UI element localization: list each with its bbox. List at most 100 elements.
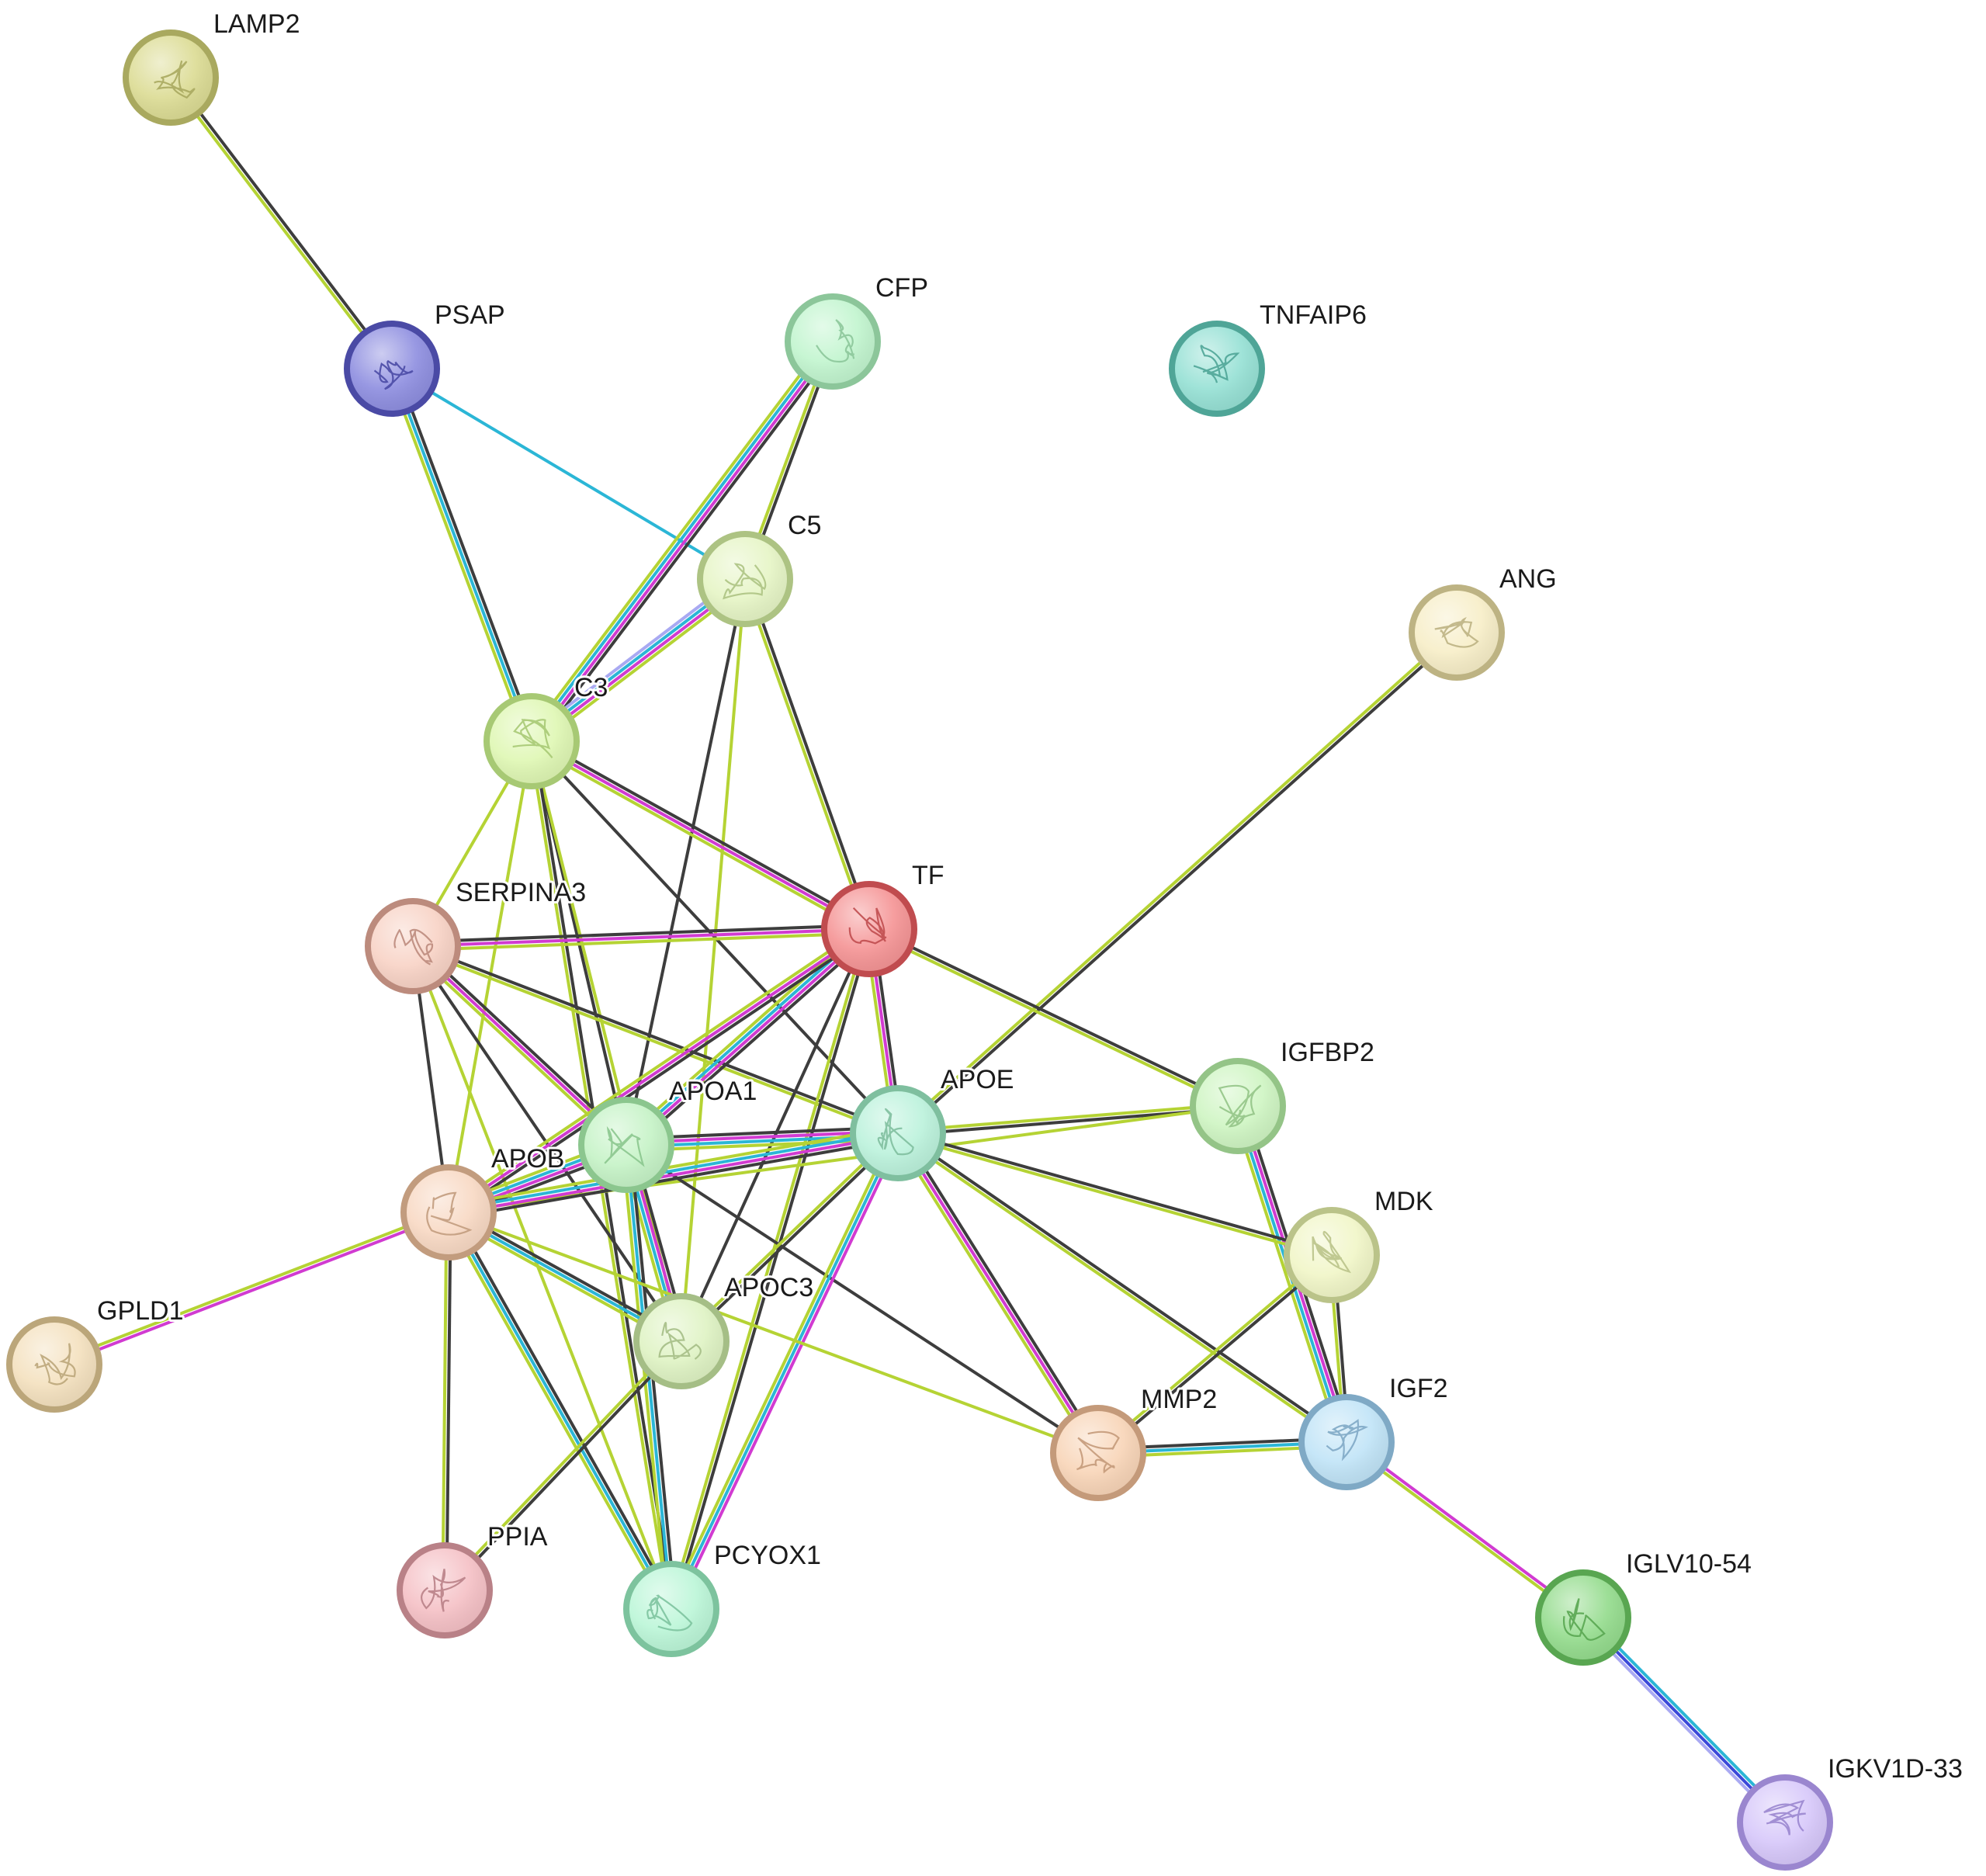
edge-line [898,633,1460,1136]
node-label-tf: TF [912,861,944,890]
node-mmp2[interactable]: MMP2 [1050,1382,1219,1501]
edge-igfbp2-apoe[interactable] [897,1102,1239,1137]
node-psap[interactable]: PSAP [344,298,508,417]
edge-line [448,1129,898,1212]
edge-line [386,369,529,744]
node-lamp2[interactable]: LAMP2 [123,7,303,126]
node-cfp[interactable]: CFP [785,271,931,390]
node-apob[interactable]: APOB [400,1142,567,1260]
node-igkv1d-33[interactable]: IGKV1D-33 [1737,1752,1965,1871]
edge-c5-tf[interactable] [741,577,873,931]
node-apoa1[interactable]: APOA1 [578,1074,759,1193]
edge-line [531,740,870,931]
node-apoc3[interactable]: APOC3 [633,1271,816,1389]
edge-serpina3-pcyox1[interactable] [411,945,673,1610]
node-shine [371,904,455,988]
edge-line [681,1133,901,1344]
edge-line [447,928,871,1214]
edge-line [666,1130,896,1608]
edge-apoc3-ppia[interactable] [442,1338,685,1593]
edge-line [535,344,839,746]
edge-serpina3-apoe[interactable] [411,942,899,1137]
edge-lamp2-psap[interactable] [168,75,395,371]
edge-apoe-mmp2[interactable] [892,1130,1104,1456]
edge-line [449,1137,899,1220]
node-igf2[interactable]: IGF2 [1298,1371,1451,1490]
node-label-apob: APOB [491,1144,564,1174]
node-mdk[interactable]: MDK [1284,1184,1436,1303]
edge-serpina3-apoc3[interactable] [411,945,683,1343]
edge-ang-apoe[interactable] [895,629,1460,1136]
edge-line [390,368,533,742]
edge-c5-apoc3[interactable] [680,578,747,1342]
node-tf[interactable]: TF [821,858,947,977]
node-label-serpina3: SERPINA3 [456,878,586,907]
edge-line [449,931,873,1217]
node-iglv10-54[interactable]: IGLV10-54 [1535,1547,1754,1666]
edge-apoe-apob[interactable] [447,1125,899,1220]
node-serpina3[interactable]: SERPINA3 [365,876,588,994]
node-igfbp2[interactable]: IGFBP2 [1190,1035,1377,1154]
protein-structure-icon [154,61,196,99]
node-shine [1541,1576,1625,1659]
node-c3[interactable]: C3 [484,671,610,789]
edge-c3-apoe[interactable] [530,740,899,1135]
edge-line [441,1212,449,1591]
node-apoe[interactable]: APOE [850,1063,1016,1181]
edge-line [529,339,833,741]
node-shine [639,1299,723,1383]
edge-line [171,75,395,369]
edge-line [896,1133,1347,1445]
node-gpld1[interactable]: GPLD1 [6,1294,186,1413]
node-label-c3: C3 [574,673,608,702]
edge-line [390,367,747,581]
edge-line [442,1338,681,1590]
node-tnfaip6[interactable]: TNFAIP6 [1169,298,1369,417]
edge-line [892,1134,1097,1456]
node-c5[interactable]: C5 [697,508,823,627]
edge-apoe-igf2[interactable] [896,1130,1349,1445]
edge-line [532,736,872,928]
node-label-iglv10-54: IGLV10-54 [1626,1549,1752,1579]
edge-line [625,1143,1100,1455]
edge-psap-c5[interactable] [390,367,747,581]
node-shine [584,1103,668,1187]
edge-apoa1-mmp2[interactable] [625,1143,1100,1455]
edge-serpina3-tf[interactable] [412,923,870,952]
edge-tf-igfbp2[interactable] [868,925,1239,1110]
edge-igf2-iglv10-54[interactable] [1344,1439,1586,1621]
node-shine [1056,1411,1140,1495]
node-label-cfp: CFP [875,273,928,303]
edge-apob-gpld1[interactable] [53,1208,450,1368]
edge-apob-mmp2[interactable] [448,1211,1099,1455]
node-ppia[interactable]: PPIA [397,1520,550,1638]
edge-apoe-pcyox1[interactable] [666,1130,903,1612]
edge-tf-apob[interactable] [445,924,873,1217]
edge-tf-pcyox1[interactable] [667,928,873,1611]
edge-line [413,931,870,952]
edge-line [868,929,1238,1110]
protein-structure-icon [1218,1084,1262,1128]
protein-structure-icon [658,1322,702,1360]
edge-psap-c3[interactable] [386,366,537,744]
node-label-igkv1d-33: IGKV1D-33 [1828,1754,1963,1784]
edge-c5-apoa1[interactable] [625,578,747,1146]
node-label-apoa1: APOA1 [669,1077,757,1106]
edge-apoe-mdk[interactable] [896,1129,1333,1259]
edge-line [525,337,830,739]
edge-apob-pcyox1[interactable] [443,1209,677,1612]
edge-line [445,924,868,1211]
edge-apob-ppia[interactable] [441,1212,452,1591]
edge-apoe-apoc3[interactable] [678,1130,901,1344]
node-ang[interactable]: ANG [1409,562,1559,681]
edge-line [1230,1107,1343,1445]
protein-structure-icon [373,359,414,390]
edge-cfp-c3[interactable] [525,337,839,746]
edges-layer [53,75,1790,1827]
edge-mdk-mmp2[interactable] [1096,1252,1334,1456]
edge-line [54,1212,450,1368]
edge-c3-tf[interactable] [529,736,872,935]
node-pcyox1[interactable]: PCYOX1 [623,1538,823,1657]
